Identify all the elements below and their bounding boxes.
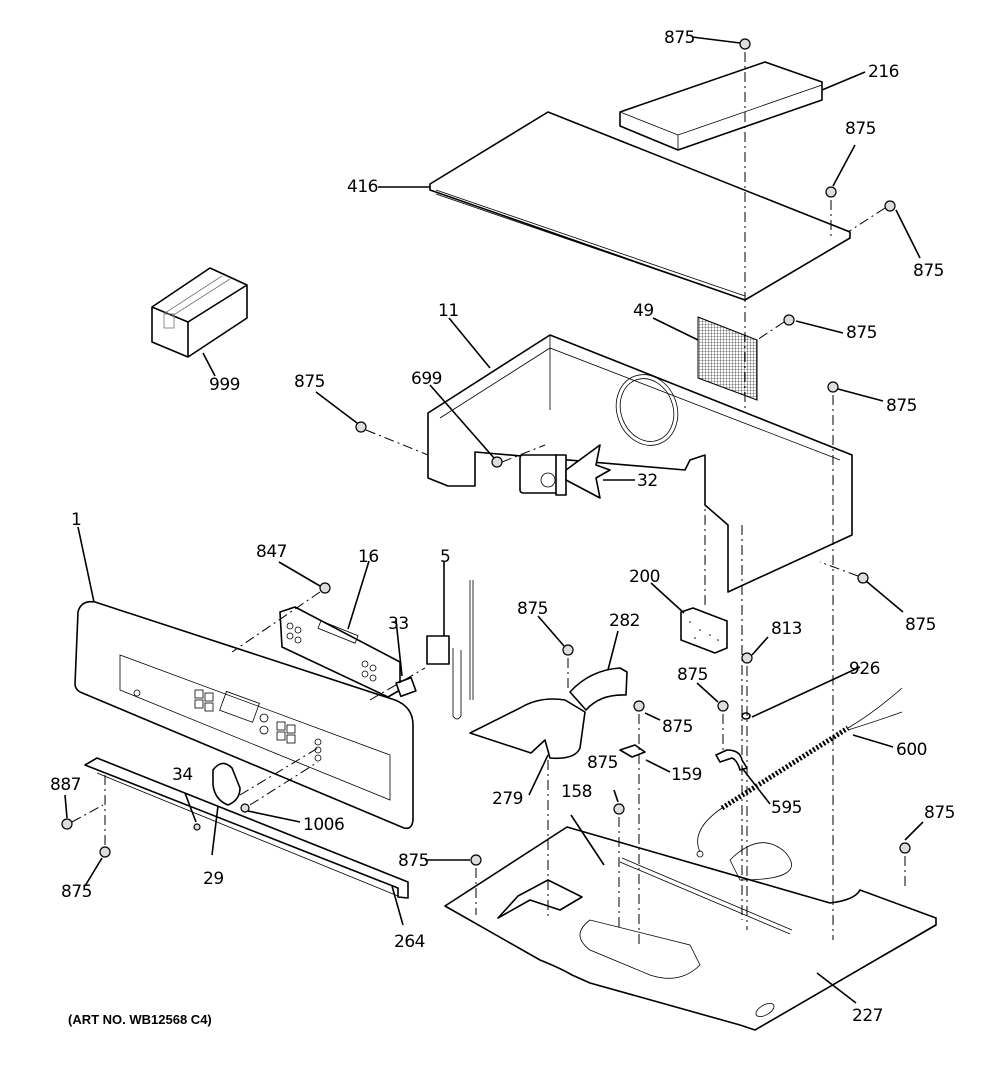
callout-29[interactable]: 29 <box>203 869 224 889</box>
part-416-top-panel[interactable] <box>429 111 851 301</box>
callout-32[interactable]: 32 <box>637 471 658 491</box>
callout-1[interactable]: 1 <box>71 510 82 530</box>
callout-875[interactable]: 875 <box>677 665 708 685</box>
part-1-control-panel[interactable] <box>74 600 414 830</box>
callout-875[interactable]: 875 <box>924 803 955 823</box>
callout-875[interactable]: 875 <box>913 261 944 281</box>
screws <box>61 38 911 866</box>
callout-279[interactable]: 279 <box>492 789 523 809</box>
screw-847[interactable] <box>319 582 331 594</box>
callout-264[interactable]: 264 <box>394 932 425 952</box>
part-227-bottom-panel[interactable] <box>444 826 937 1031</box>
part-999-kit-box[interactable] <box>151 267 248 358</box>
art-number: (ART NO. WB12568 C4) <box>68 1012 212 1027</box>
callout-875[interactable]: 875 <box>517 599 548 619</box>
callout-875[interactable]: 875 <box>886 396 917 416</box>
callout-34[interactable]: 34 <box>172 765 193 785</box>
callout-875[interactable]: 875 <box>664 28 695 48</box>
part-32-fan-motor[interactable] <box>519 444 611 499</box>
callout-labels: 875 216 875 875 416 999 11 49 875 875 87… <box>50 28 955 1026</box>
callout-1006[interactable]: 1006 <box>303 815 345 835</box>
callout-926[interactable]: 926 <box>849 659 880 679</box>
screw-875-b[interactable] <box>884 200 896 212</box>
callout-200[interactable]: 200 <box>629 567 660 587</box>
callout-875[interactable]: 875 <box>398 851 429 871</box>
screw-1006[interactable] <box>240 803 250 813</box>
callout-16[interactable]: 16 <box>358 547 379 567</box>
screw-875-i[interactable] <box>633 700 645 712</box>
callout-887[interactable]: 887 <box>50 775 81 795</box>
screw-875-g[interactable] <box>562 644 574 656</box>
part-279-air-duct[interactable] <box>469 698 586 760</box>
screw-875-h[interactable] <box>717 700 729 712</box>
callout-875[interactable]: 875 <box>905 615 936 635</box>
part-29-knob[interactable] <box>212 762 241 806</box>
callout-875[interactable]: 875 <box>846 323 877 343</box>
callout-875[interactable]: 875 <box>587 753 618 773</box>
part-16-control-board[interactable] <box>279 606 401 698</box>
part-34-clip[interactable] <box>193 823 201 831</box>
callout-11[interactable]: 11 <box>438 301 459 321</box>
screw-875-e[interactable] <box>355 421 367 433</box>
callout-216[interactable]: 216 <box>868 62 899 82</box>
leader-lines <box>64 36 924 1004</box>
callout-595[interactable]: 595 <box>771 798 802 818</box>
callout-600[interactable]: 600 <box>896 740 927 760</box>
callout-999[interactable]: 999 <box>209 375 240 395</box>
callout-875[interactable]: 875 <box>845 119 876 139</box>
screw-887[interactable] <box>61 818 73 830</box>
part-216-cover[interactable] <box>619 61 823 151</box>
callout-5[interactable]: 5 <box>440 547 451 567</box>
screw-875-k[interactable] <box>899 842 911 854</box>
screw-875-m[interactable] <box>99 846 111 858</box>
part-200-insulation-block[interactable] <box>680 607 728 654</box>
screw-875-l[interactable] <box>470 854 482 866</box>
screw-875-j[interactable] <box>613 803 625 815</box>
screw-813[interactable] <box>741 652 753 664</box>
callout-699[interactable]: 699 <box>411 369 442 389</box>
callout-875[interactable]: 875 <box>61 882 92 902</box>
callout-416[interactable]: 416 <box>347 177 378 197</box>
part-5-thermostat[interactable] <box>426 580 474 720</box>
part-264-trim-channel[interactable] <box>84 757 409 899</box>
callout-158[interactable]: 158 <box>561 782 592 802</box>
callout-813[interactable]: 813 <box>771 619 802 639</box>
callout-875[interactable]: 875 <box>662 717 693 737</box>
callout-49[interactable]: 49 <box>633 301 654 321</box>
screw-875-c[interactable] <box>783 314 795 326</box>
screw-875-a[interactable] <box>825 186 837 198</box>
screw-875-f[interactable] <box>857 572 869 584</box>
callout-227[interactable]: 227 <box>852 1006 883 1026</box>
callout-847[interactable]: 847 <box>256 542 287 562</box>
callout-159[interactable]: 159 <box>671 765 702 785</box>
part-600-power-cord[interactable] <box>696 687 903 858</box>
part-926-grommet[interactable] <box>741 712 751 720</box>
screw-875-top[interactable] <box>739 38 751 50</box>
screw-699[interactable] <box>491 456 503 468</box>
part-282-duct-elbow[interactable] <box>569 667 628 711</box>
callout-33[interactable]: 33 <box>388 614 409 634</box>
screw-875-d[interactable] <box>827 381 839 393</box>
assembly-lines <box>71 52 906 945</box>
part-49-mesh-screen[interactable] <box>697 316 758 401</box>
callout-875[interactable]: 875 <box>294 372 325 392</box>
callout-282[interactable]: 282 <box>609 611 640 631</box>
part-11-fan-housing[interactable] <box>427 334 853 593</box>
part-159-bracket[interactable] <box>619 744 646 758</box>
